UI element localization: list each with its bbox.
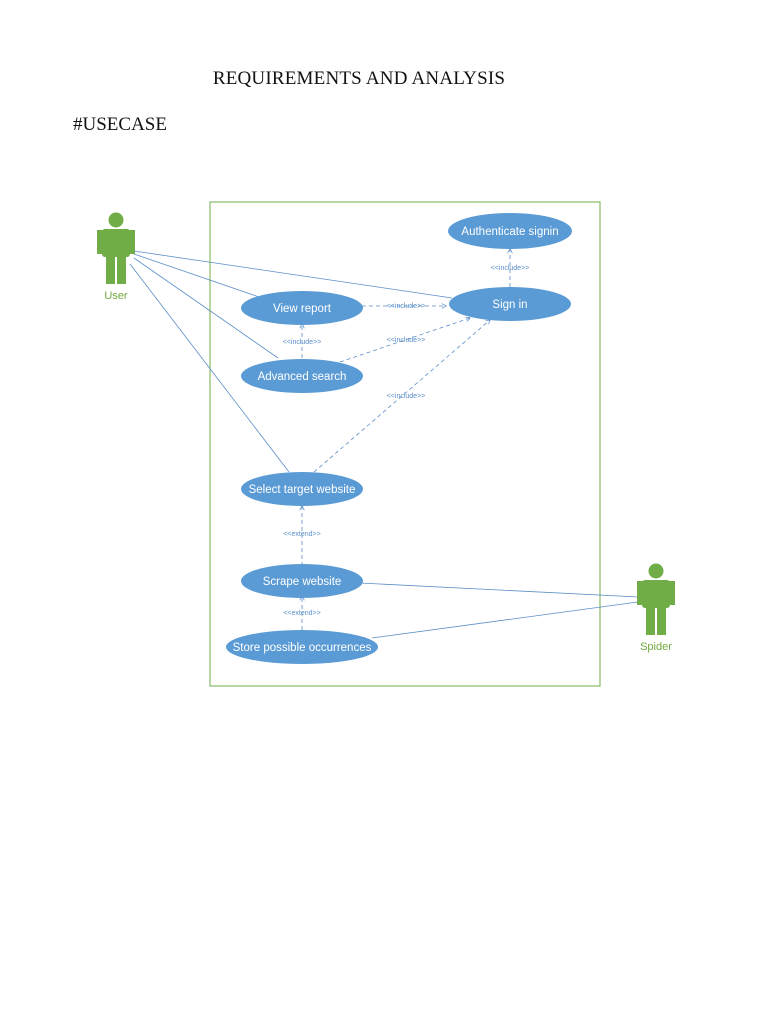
label-adv-signin: <<include>> — [387, 337, 426, 344]
use-case-label: Store possible occurrences — [233, 642, 372, 654]
use-case-label: Scrape website — [263, 576, 342, 588]
dep-adv-signin — [339, 318, 470, 363]
associations — [129, 250, 639, 639]
use-case-label: View report — [273, 303, 332, 315]
use-case-sign-in: Sign in — [449, 287, 571, 321]
assoc-user-view-report — [133, 253, 263, 299]
actor-label-user: User — [104, 290, 128, 302]
assoc-spider-store — [371, 601, 639, 639]
user-icon — [97, 212, 135, 284]
label-store-scrape: <<extend>> — [283, 610, 320, 617]
use-case-label: Select target website — [249, 484, 356, 496]
actor-spider: Spider — [637, 563, 675, 653]
assoc-user-advanced-search — [133, 257, 279, 359]
assoc-spider-scrape — [359, 582, 639, 598]
label-signin-auth: <<include>> — [491, 265, 530, 272]
assoc-user-signin — [133, 250, 453, 299]
spider-actor-icon — [637, 563, 675, 635]
system-boundary — [209, 201, 601, 687]
use-case-scrape-website: Scrape website — [241, 564, 363, 598]
label-view-signin: <<include>> — [387, 303, 426, 310]
use-case-view-report: View report — [241, 291, 363, 325]
use-case-label: Advanced search — [258, 371, 347, 383]
label-select-signin: <<include>> — [387, 393, 426, 400]
use-case-label: Sign in — [492, 299, 527, 311]
use-case-store-possible-occurrences: Store possible occurrences — [226, 630, 378, 664]
use-case-advanced-search: Advanced search — [241, 359, 363, 393]
page-title: REQUIREMENTS AND ANALYSIS — [212, 68, 506, 89]
use-case-select-target-website: Select target website — [241, 472, 363, 506]
dependencies — [302, 249, 510, 630]
section-heading: #USECASE — [73, 114, 167, 135]
dep-select-signin — [313, 320, 490, 473]
actor-user: User — [97, 212, 135, 302]
label-scrape-select: <<extend>> — [283, 531, 320, 538]
use-case-label: Authenticate signin — [461, 226, 558, 238]
label-adv-view: <<include>> — [283, 339, 322, 346]
use-case-authenticate-signin: Authenticate signin — [448, 213, 572, 249]
actor-label-spider: Spider — [640, 641, 672, 653]
assoc-user-select-target — [129, 263, 290, 473]
